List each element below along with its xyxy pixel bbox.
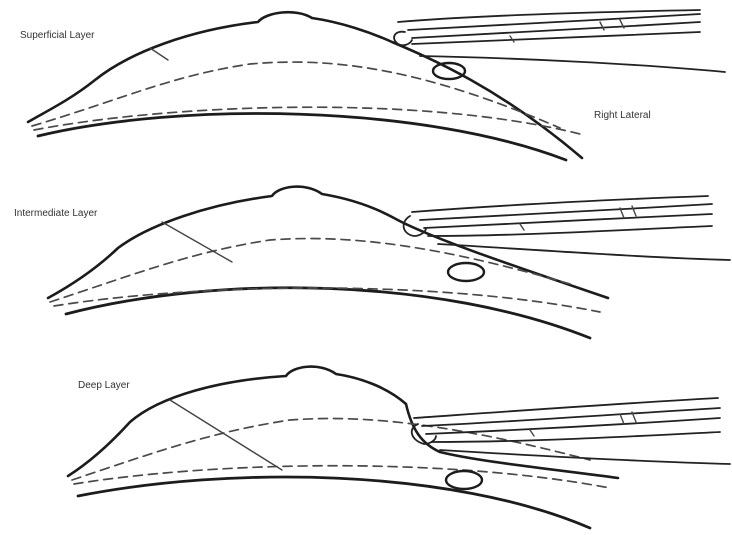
chest-wall-line bbox=[38, 114, 566, 160]
superficial-layer-line bbox=[72, 419, 590, 480]
lesion bbox=[448, 263, 484, 281]
chest-wall-line bbox=[78, 477, 590, 528]
intermediate-layer-label: Intermediate Layer bbox=[14, 208, 98, 219]
examining-hand bbox=[404, 196, 730, 260]
deep-layer-label: Deep Layer bbox=[78, 380, 130, 391]
panel-intermediate: Intermediate Layer bbox=[14, 187, 730, 338]
lesion bbox=[433, 63, 465, 79]
superficial-leader-line bbox=[150, 48, 168, 60]
superficial-layer-label: Superficial Layer bbox=[20, 30, 95, 41]
deep-leader-line bbox=[170, 400, 282, 470]
panel-deep: Deep Layer bbox=[68, 367, 730, 528]
lesion bbox=[446, 471, 482, 489]
deep-layer-line bbox=[34, 107, 580, 134]
breast-contour bbox=[68, 367, 618, 478]
breast-contour bbox=[48, 187, 608, 298]
panel-superficial: Superficial Layer Right Lateral bbox=[20, 10, 725, 160]
right-lateral-label: Right Lateral bbox=[594, 110, 651, 121]
